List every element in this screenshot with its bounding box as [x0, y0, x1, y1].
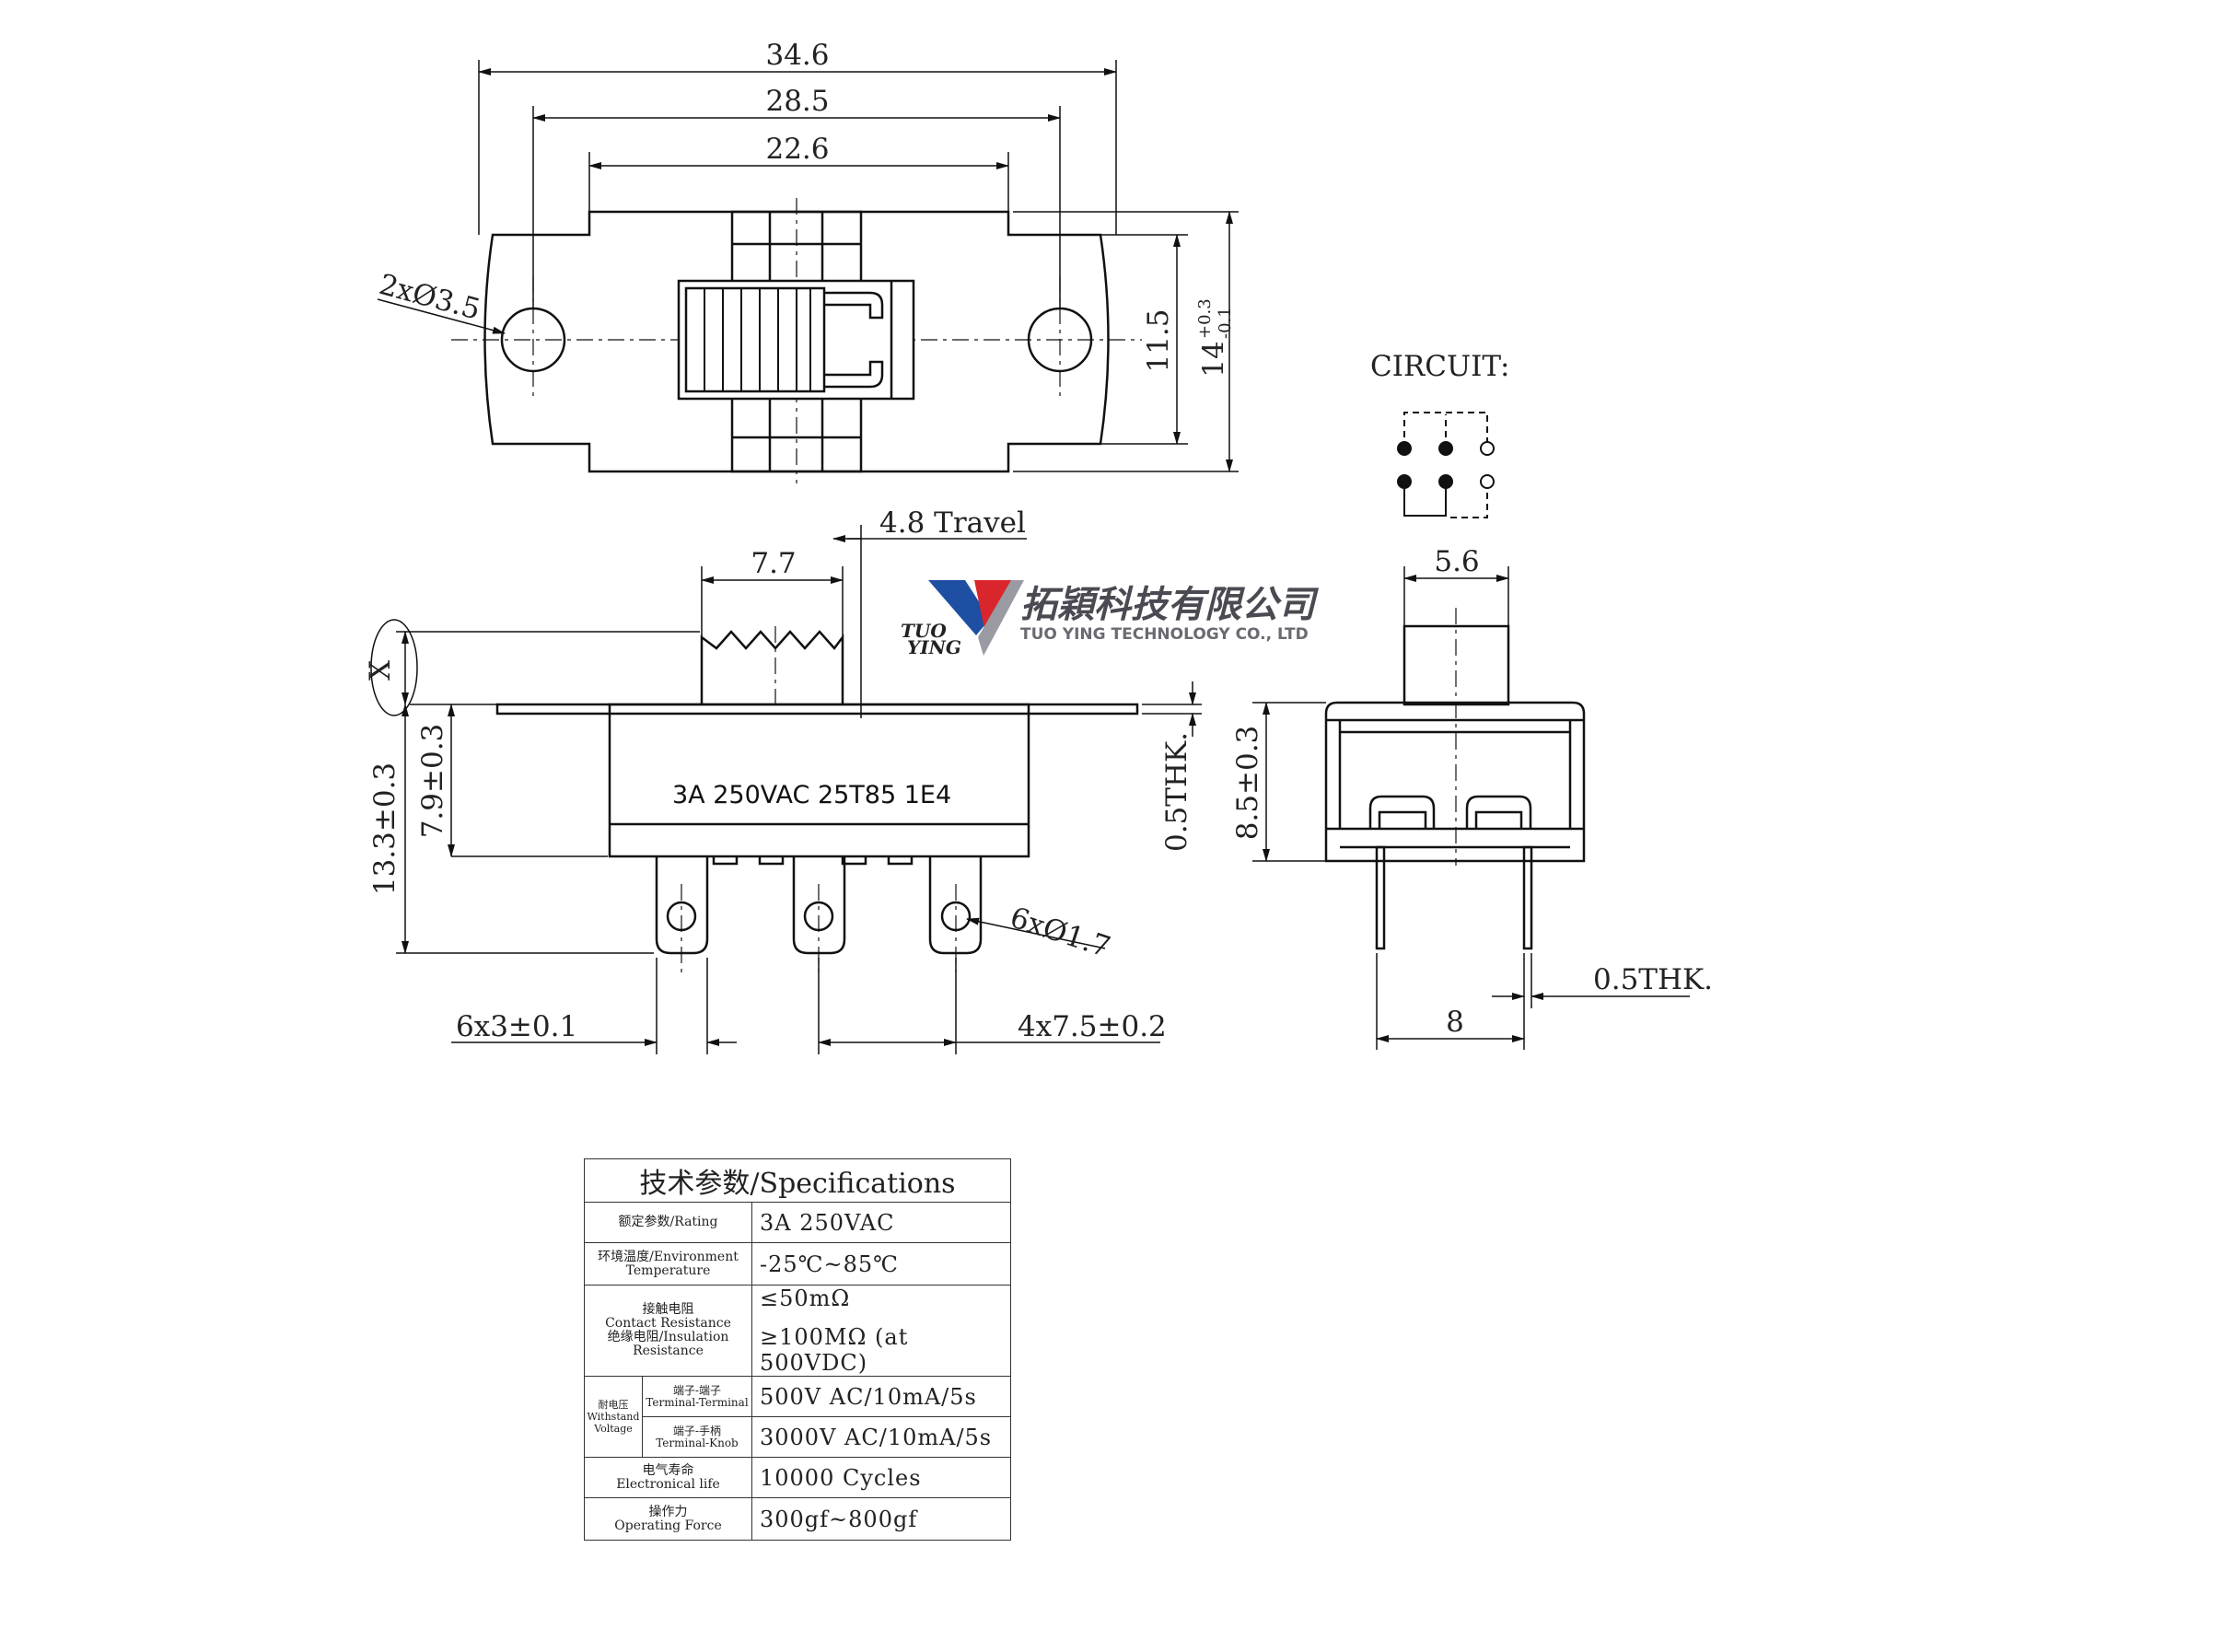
spec-contact-value: ≤50mΩ [760, 1286, 851, 1311]
front-view [495, 630, 1139, 955]
dim-plate-thk: 0.5THK. [1160, 732, 1193, 852]
front-plate [495, 703, 1139, 715]
dim-actuator-height: X [364, 660, 397, 681]
logo-chinese-name: 拓穎科技有限公司 [1020, 584, 1320, 626]
spec-insul-value: ≥100MΩ (at 500VDC) [760, 1324, 909, 1376]
side-view-dimensions [1252, 566, 1690, 1050]
specifications-table: 技术参数/Specifications 额定参数/Rating 3A 250VA… [584, 1158, 1011, 1541]
dim-body-height: 7.9±0.3 [416, 724, 449, 839]
dim-holes: 2xØ3.5 [376, 268, 483, 327]
top-view-dimensions [377, 60, 1239, 472]
dim-total-height: 13.3±0.3 [368, 762, 402, 895]
switch-body [608, 703, 1030, 858]
spec-withstand-label: 耐电压 Withstand Voltage [584, 1376, 643, 1458]
logo-mark-line2: YING [907, 636, 961, 658]
spec-withstand-label-3: Voltage [594, 1423, 633, 1435]
spec-resistance-values: ≤50mΩ ≥100MΩ (at 500VDC) [751, 1285, 1011, 1377]
circuit-diagram [1397, 412, 1495, 518]
dim-width-overall: 34.6 [765, 39, 829, 72]
logo-mark-red [974, 580, 1013, 634]
spec-life-label-2: Electronical life [616, 1476, 720, 1492]
spec-tk-value: 3000V AC/10mA/5s [751, 1416, 1011, 1458]
side-pin-right [1522, 845, 1533, 950]
logo-mark-blue [928, 580, 990, 635]
dim-inner-height: 11.5 [1142, 308, 1175, 372]
front-view-dimensions [370, 525, 1202, 1054]
body-marking: 3A 250VAC 25T85 1E4 [672, 781, 951, 809]
dim-side-actuator-width: 5.6 [1434, 545, 1479, 578]
spec-force-value: 300gf~800gf [751, 1497, 1011, 1541]
spec-rating-label: 额定参数/Rating [584, 1202, 752, 1243]
spec-contact-label-1: 接触电阻 [642, 1302, 694, 1317]
front-actuator [700, 630, 844, 704]
dim-outer-height-tol-minus: -0.1 [1216, 307, 1235, 339]
spec-title: 技术参数/Specifications [584, 1158, 1011, 1203]
dim-slider-width: 7.7 [751, 547, 796, 580]
spec-life-value: 10000 Cycles [751, 1457, 1011, 1498]
side-pin-left [1375, 845, 1386, 950]
logo-mark-gray [978, 580, 1024, 656]
spec-row-resistance: 接触电阻 Contact Resistance 绝缘电阻/Insulation … [584, 1285, 1011, 1377]
spec-life-label-1: 电气寿命 [642, 1462, 694, 1478]
spec-tt-label-1: 端子-端子 [672, 1383, 722, 1397]
spec-insul-label-1: 绝缘电阻/Insulation [607, 1330, 729, 1344]
spec-temp-label-2: Temperature [625, 1262, 711, 1278]
dim-pin-thk: 0.5THK. [1593, 963, 1713, 996]
dim-side-body-height: 8.5±0.3 [1231, 726, 1264, 841]
dim-bracket-width: 22.6 [765, 133, 829, 166]
dim-pin-holes: 6xØ1.7 [1007, 901, 1115, 964]
dim-pin-width: 6x3±0.1 [456, 1010, 577, 1043]
logo-english-name: TUO YING TECHNOLOGY CO., LTD [1020, 625, 1309, 644]
spec-rating-value: 3A 250VAC [751, 1202, 1011, 1243]
dim-outer-height-tol-plus: +0.3 [1195, 298, 1215, 339]
spec-tt-label-2: Terminal-Terminal [646, 1395, 749, 1409]
spec-force-label-2: Operating Force [614, 1518, 722, 1533]
spec-withstand-label-2: Withstand [587, 1411, 640, 1423]
spec-title-row: 技术参数/Specifications [584, 1158, 1011, 1203]
dim-pin-pitch: 4x7.5±0.2 [1018, 1010, 1167, 1043]
company-logo: TUO YING 拓穎科技有限公司 TUO YING TECHNOLOGY CO… [901, 580, 1320, 658]
top-view [451, 198, 1142, 483]
circuit-label: CIRCUIT: [1370, 350, 1509, 383]
dim-travel: 4.8 Travel [879, 506, 1026, 540]
dim-pin-spacing: 8 [1446, 1006, 1464, 1039]
spec-row-rating: 额定参数/Rating 3A 250VAC [584, 1202, 1011, 1243]
spec-force-label-1: 操作力 [648, 1504, 688, 1519]
spec-insul-label-2: Resistance [633, 1344, 704, 1358]
dim-outer-height: 14 [1197, 341, 1230, 377]
spec-temp-label-1: 环境温度/Environment [598, 1249, 739, 1264]
spec-tk-label-1: 端子-手柄 [672, 1424, 722, 1437]
side-view [1324, 624, 1586, 950]
spec-resistance-label: 接触电阻 Contact Resistance 绝缘电阻/Insulation … [584, 1285, 752, 1377]
dim-hole-pitch: 28.5 [765, 85, 829, 118]
spec-temp-value: -25℃~85℃ [751, 1242, 1011, 1286]
spec-withstand-label-1: 耐电压 [598, 1399, 629, 1411]
spec-tk-label-2: Terminal-Knob [656, 1436, 739, 1449]
spec-contact-label-2: Contact Resistance [605, 1316, 731, 1331]
spec-tt-value: 500V AC/10mA/5s [751, 1376, 1011, 1417]
dim-outer-height-group: 14 +0.3 -0.1 [1195, 298, 1235, 377]
logo-mark-line1: TUO [901, 620, 947, 642]
side-body [1324, 701, 1586, 863]
